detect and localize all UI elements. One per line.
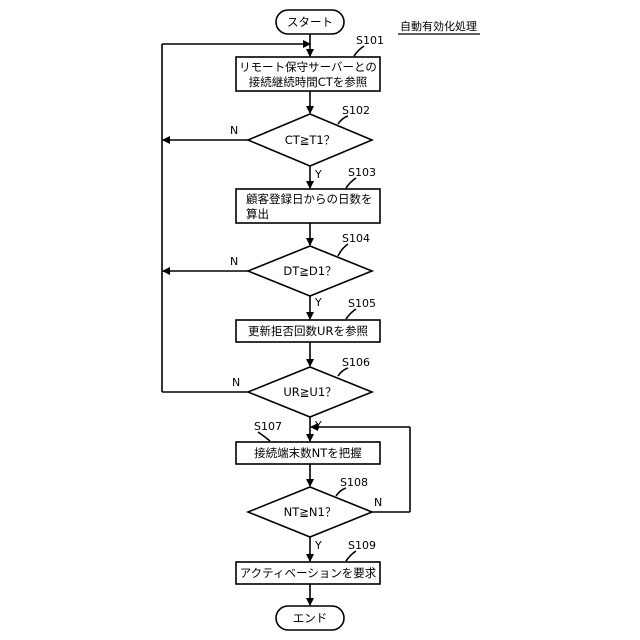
end-label: エンド [293,611,328,625]
s101-line2: 接続継続時間CTを参照 [249,75,368,89]
s104-no-label: N [230,255,238,268]
s101-id: S101 [356,34,384,47]
s105-leader [346,309,356,319]
s108-yes-label: Y [314,539,322,552]
s102-leader [338,116,348,124]
s108-text: NT≧N1？ [284,505,337,519]
s107-text: 接続端末数NTを把握 [254,446,362,460]
s106-yes-label: Y [314,419,322,432]
s102-no-label: N [230,124,238,137]
s109-id: S109 [348,539,376,552]
s106-id: S106 [342,356,370,369]
process-title: 自動有効化処理 [400,19,477,33]
s106-leader [338,368,348,376]
s101-line1: リモート保守サーバーとの [239,60,377,74]
s103-line1: 顧客登録日からの日数を [246,192,373,206]
s104-text: DT≧D1？ [283,264,336,278]
s104-yes-label: Y [314,296,322,309]
start-label: スタート [287,15,333,29]
s108-id: S108 [340,476,368,489]
s102-text: CT≧T1？ [285,133,336,147]
s102-id: S102 [342,104,370,117]
s106-no-label: N [232,376,240,389]
s105-text: 更新拒否回数URを参照 [248,324,368,338]
s104-id: S104 [342,232,370,245]
s103-id: S103 [348,166,376,179]
s104-leader [338,244,348,256]
s101-leader [354,46,364,56]
s103-line2: 算出 [246,207,269,221]
s105-id: S105 [348,297,376,310]
s109-leader [346,551,356,561]
s108-leader [336,488,346,496]
s107-id: S107 [254,420,282,433]
s107-leader [258,432,270,441]
s102-yes-label: Y [314,168,322,181]
s103-leader [346,178,356,188]
s108-no-label: N [374,496,382,509]
s109-text: アクティベーションを要求 [240,566,377,580]
s106-text: UR≧U1？ [283,385,336,399]
